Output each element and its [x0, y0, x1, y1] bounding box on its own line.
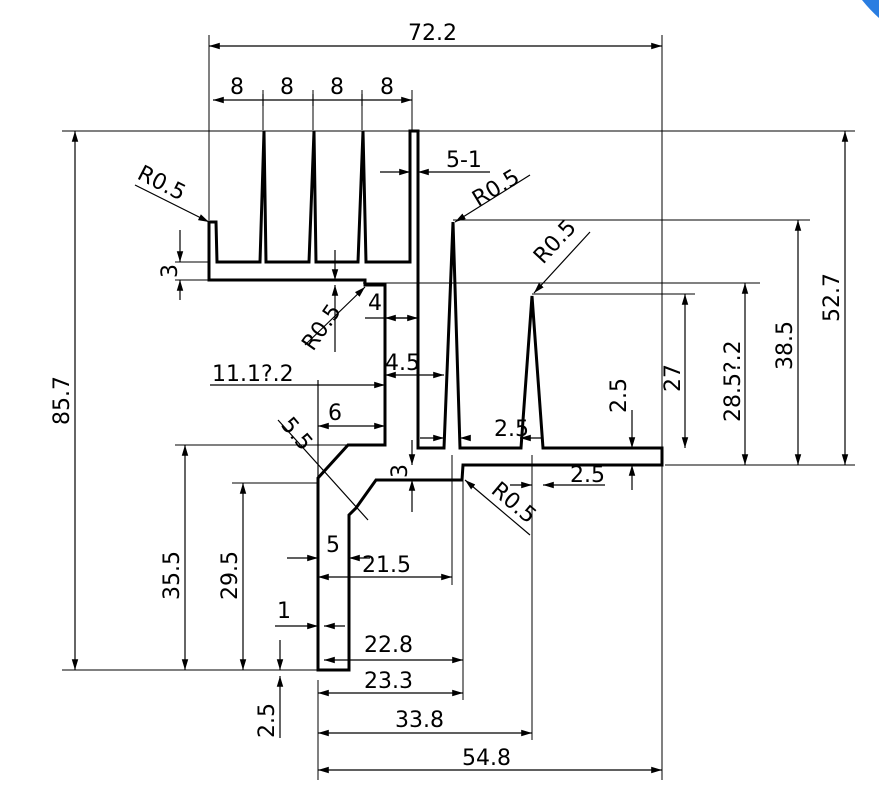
label-gap-5-1: 5-1	[446, 148, 482, 173]
label-dim-2-5-right: 2.5	[607, 378, 632, 413]
heatsink-profile	[207, 129, 664, 672]
label-dim-21-5: 21.5	[362, 553, 411, 578]
dimension-lines	[71, 42, 849, 774]
label-dim-2-5-bottom: 2.5	[570, 463, 605, 488]
label-dim-29-5: 29.5	[218, 551, 243, 600]
label-dim-5: 5	[326, 533, 340, 558]
label-dim-4-5: 4.5	[385, 351, 420, 376]
label-overall-width: 72.2	[408, 21, 457, 46]
extension-lines	[62, 35, 855, 780]
label-dim-11-1: 11.1?.2	[212, 362, 294, 387]
label-fin-pitch-3: 8	[330, 75, 344, 100]
fin-comb	[207, 129, 664, 672]
label-overall-height: 85.7	[50, 376, 75, 425]
label-fin-pitch-1: 8	[230, 75, 244, 100]
label-dim-28-5: 28.5?.2	[721, 340, 746, 422]
label-dim-5-5: 5.5	[275, 413, 317, 456]
label-base-thickness: 3	[158, 264, 183, 278]
label-dim-35-5: 35.5	[160, 551, 185, 600]
label-dim-3-mid: 3	[388, 464, 413, 478]
label-dim-1: 1	[277, 599, 291, 624]
label-right-height: 52.7	[820, 273, 845, 322]
label-dim-2-5-left: 2.5	[255, 703, 280, 738]
label-dim-33-8: 33.8	[395, 708, 444, 733]
label-dim-22-8: 22.8	[364, 633, 413, 658]
corner-decoration	[862, 0, 879, 18]
label-radius-short-fin: R0.5	[529, 215, 582, 269]
label-fin-pitch-2: 8	[280, 75, 294, 100]
label-dim-2-5-inner: 2.5	[494, 417, 529, 442]
label-step-4: 4	[368, 291, 382, 316]
label-radius-left: R0.5	[133, 161, 189, 206]
label-dim-38-5: 38.5	[773, 321, 798, 370]
label-radius-inner: R0.5	[297, 300, 346, 356]
label-fin-pitch-4: 8	[380, 75, 394, 100]
label-dim-6: 6	[328, 401, 342, 426]
label-dim-27: 27	[661, 364, 686, 392]
label-dim-23-3: 23.3	[364, 669, 413, 694]
dimension-labels: 72.2 8 8 8 8 85.7 52.7 38.5 28.5?.2 27 2…	[50, 21, 845, 771]
label-dim-54-8: 54.8	[462, 746, 511, 771]
